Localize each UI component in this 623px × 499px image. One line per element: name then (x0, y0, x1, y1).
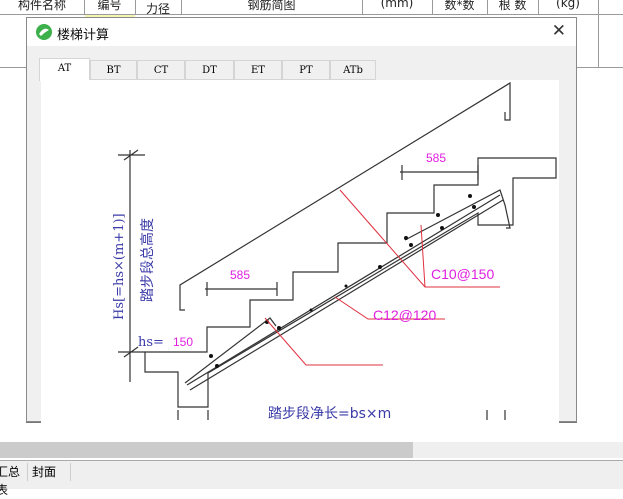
dialog-title: 楼梯计算 (57, 28, 110, 43)
header-name: 构件名称 (17, 0, 66, 12)
tab-ct[interactable]: CT (137, 60, 185, 80)
header-count2: 根 数 (498, 0, 527, 12)
close-icon[interactable]: ✕ (551, 21, 566, 41)
stair-diagram (41, 80, 559, 423)
sheet-tab-cover[interactable]: 封面 (28, 463, 71, 481)
header-mm: (mm) (380, 0, 414, 10)
green-logo-icon (36, 24, 52, 40)
sheet-tab-summary[interactable]: 汇总表 (0, 463, 28, 497)
header-kg: (kg) (556, 0, 580, 10)
header-id: 编号 (84, 0, 135, 13)
title-bar: 楼梯计算 ✕ (27, 18, 576, 46)
tab-pt[interactable]: PT (282, 60, 330, 80)
stair-calc-dialog: 楼梯计算 ✕ AT BT CT DT ET PT ATb (26, 17, 577, 423)
tab-bt[interactable]: BT (90, 60, 137, 80)
tab-et[interactable]: ET (234, 60, 282, 80)
tab-at[interactable]: AT (39, 58, 90, 81)
header-diameter: 力径 (145, 2, 170, 16)
tab-atb[interactable]: ATb (330, 60, 376, 80)
header-sketch: 钢筋简图 (247, 0, 296, 12)
header-count1: 数*数 (444, 0, 475, 12)
tab-dt[interactable]: DT (185, 60, 234, 80)
scrollbar-thumb[interactable] (0, 442, 413, 458)
